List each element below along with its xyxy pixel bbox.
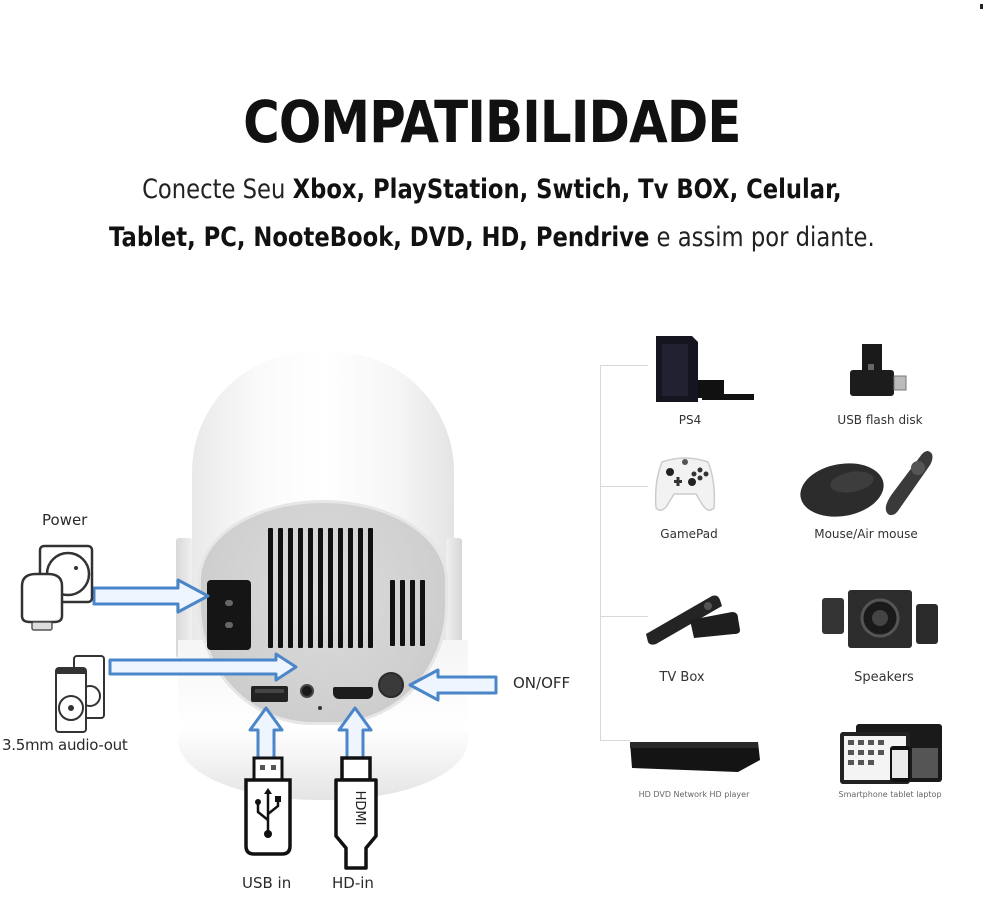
speaker-icon (55, 655, 105, 733)
subtitle-prefix: Conecte Seu (142, 174, 293, 205)
game-console-icon (656, 336, 754, 402)
hdmi-port (333, 687, 373, 699)
hdmi-plug-text: HDMI (352, 791, 367, 826)
subtitle-line-2: Tablet, PC, NooteBook, DVD, HD, Pendrive… (79, 222, 906, 253)
corner-mark (980, 4, 983, 9)
hdmi-plug-icon: HDMI (334, 756, 378, 870)
speakers-icon (822, 590, 938, 648)
power-label: Power (42, 511, 88, 529)
device-label: Mouse/Air mouse (814, 527, 918, 541)
vent-grille-main (268, 528, 373, 648)
tree-branch (600, 740, 630, 741)
tree-branch (600, 365, 648, 366)
usb-in-label: USB in (242, 874, 292, 892)
tv-box-icon (646, 595, 740, 645)
subtitle-devices-2: Tablet, PC, NooteBook, DVD, HD, Pendrive (108, 222, 650, 253)
audio-jack (300, 684, 314, 698)
device-label: USB flash disk (837, 413, 923, 427)
subtitle-line-1: Conecte Seu Xbox, PlayStation, Swtich, T… (79, 174, 906, 205)
device-label: TV Box (659, 670, 705, 685)
gamepad-icon (654, 457, 716, 511)
usb-flash-disk-icon (850, 344, 907, 396)
device-label: PS4 (678, 413, 702, 427)
arrow-right-audio-icon (108, 652, 298, 682)
mouse-icon (800, 451, 933, 517)
vent-grille-side (390, 580, 425, 646)
device-label: Smartphone tablet laptop (838, 790, 942, 799)
audio-out-label: 3.5mm audio-out (2, 736, 128, 754)
power-plug-icon (20, 544, 94, 631)
power-socket (207, 580, 251, 650)
indicator-dot (318, 706, 322, 710)
usb-plug-icon (244, 756, 292, 856)
arrow-left-onoff-icon (408, 668, 498, 702)
tablet-phone-icon (840, 724, 942, 784)
onoff-label: ON/OFF (513, 674, 571, 692)
tree-trunk (600, 365, 601, 740)
arrow-right-power-icon (92, 578, 210, 614)
device-label: GamePad (660, 527, 718, 541)
tree-branch (600, 616, 648, 617)
page-title: COMPATIBILIDADE (243, 88, 741, 156)
device-label: Speakers (854, 670, 914, 685)
usb-port (251, 686, 288, 702)
dvd-player-icon (630, 742, 760, 772)
power-button (378, 672, 404, 698)
device-label: HD DVD Network HD player (638, 790, 750, 799)
subtitle-suffix: e assim por diante. (649, 222, 875, 253)
tree-branch (600, 486, 648, 487)
projector-stand-right (446, 538, 462, 658)
hd-in-label: HD-in (332, 874, 374, 892)
subtitle-devices-1: Xbox, PlayStation, Swtich, Tv BOX, Celul… (292, 174, 842, 205)
